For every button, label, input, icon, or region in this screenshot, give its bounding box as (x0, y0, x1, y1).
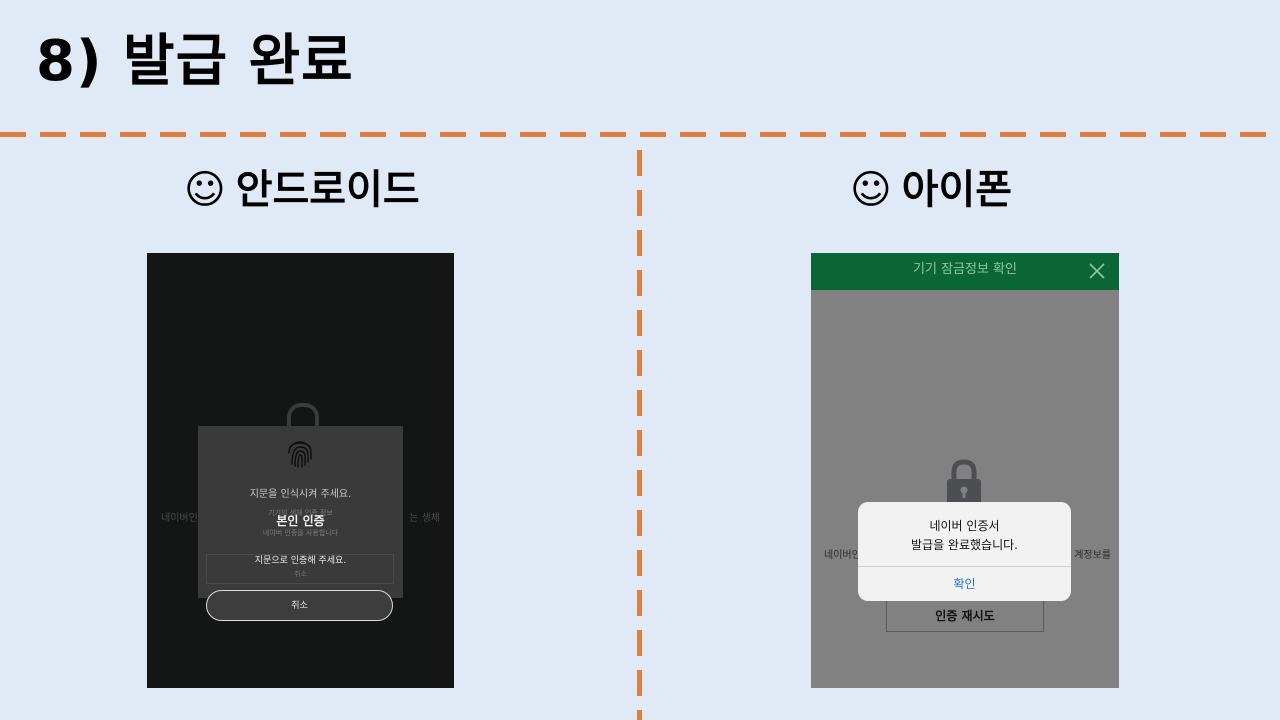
background-text-left: 네이버인 (824, 550, 861, 561)
dialog-underlay-line: 네이버 인증을 사용합니다 (262, 529, 339, 537)
android-section-heading: ☺안드로이드 (184, 170, 420, 210)
close-icon[interactable] (1087, 261, 1107, 281)
dialog-underlay-title: 지문을 인식시켜 주세요. (249, 489, 352, 500)
dialog-underlay-button (206, 554, 394, 584)
horizontal-dashed-divider (0, 132, 1280, 137)
ios-screenshot: 기기 잠금정보 확인 네이버인 계정보를 인증 재시도 네이버 인증서 발급을 … (811, 253, 1119, 688)
dialog-title: 본인 인증 (276, 514, 325, 528)
retry-auth-button[interactable]: 인증 재시도 (886, 599, 1044, 632)
background-text-right: 계정보를 (1074, 550, 1111, 561)
cancel-button[interactable]: 취소 (206, 590, 393, 621)
biometric-dialog: 지문을 인식시켜 주세요. 기기의 생체 인증 정보 네이버 인증을 사용합니다… (198, 426, 403, 598)
smiley-icon: ☺ (850, 167, 892, 213)
ios-heading-text: 아이폰 (901, 167, 1013, 213)
background-text-left: 네이버인 (161, 513, 198, 524)
slide-title: 8) 발급 완료 (36, 29, 354, 94)
fingerprint-icon (288, 441, 312, 468)
alert-line-2: 발급을 완료했습니다. (911, 538, 1018, 552)
android-screenshot: 네이버인 는 생체 지문을 인식시켜 주세요. 기기의 생체 인증 정보 네이버… (147, 253, 454, 688)
lock-icon (287, 403, 319, 431)
vertical-dashed-divider (637, 150, 642, 720)
background-text-right: 는 생체 (409, 513, 440, 524)
ios-section-heading: ☺아이폰 (850, 170, 1012, 210)
dialog-underlay-line: 기기의 생체 인증 정보 (268, 509, 333, 517)
ios-header-title: 기기 잠금정보 확인 (913, 262, 1017, 277)
alert-message: 네이버 인증서 발급을 완료했습니다. (858, 517, 1071, 555)
ios-header-bar: 기기 잠금정보 확인 (811, 253, 1119, 290)
android-heading-text: 안드로이드 (235, 167, 420, 213)
completion-alert: 네이버 인증서 발급을 완료했습니다. 확인 (858, 502, 1071, 601)
dialog-message: 지문으로 인증해 주세요. (254, 556, 347, 566)
alert-divider (858, 566, 1071, 567)
lock-icon (947, 459, 981, 505)
dialog-underlay-button-label: 취소 (294, 570, 307, 578)
alert-ok-button[interactable]: 확인 (953, 577, 976, 591)
smiley-icon: ☺ (184, 167, 226, 213)
alert-line-1: 네이버 인증서 (929, 519, 1000, 533)
